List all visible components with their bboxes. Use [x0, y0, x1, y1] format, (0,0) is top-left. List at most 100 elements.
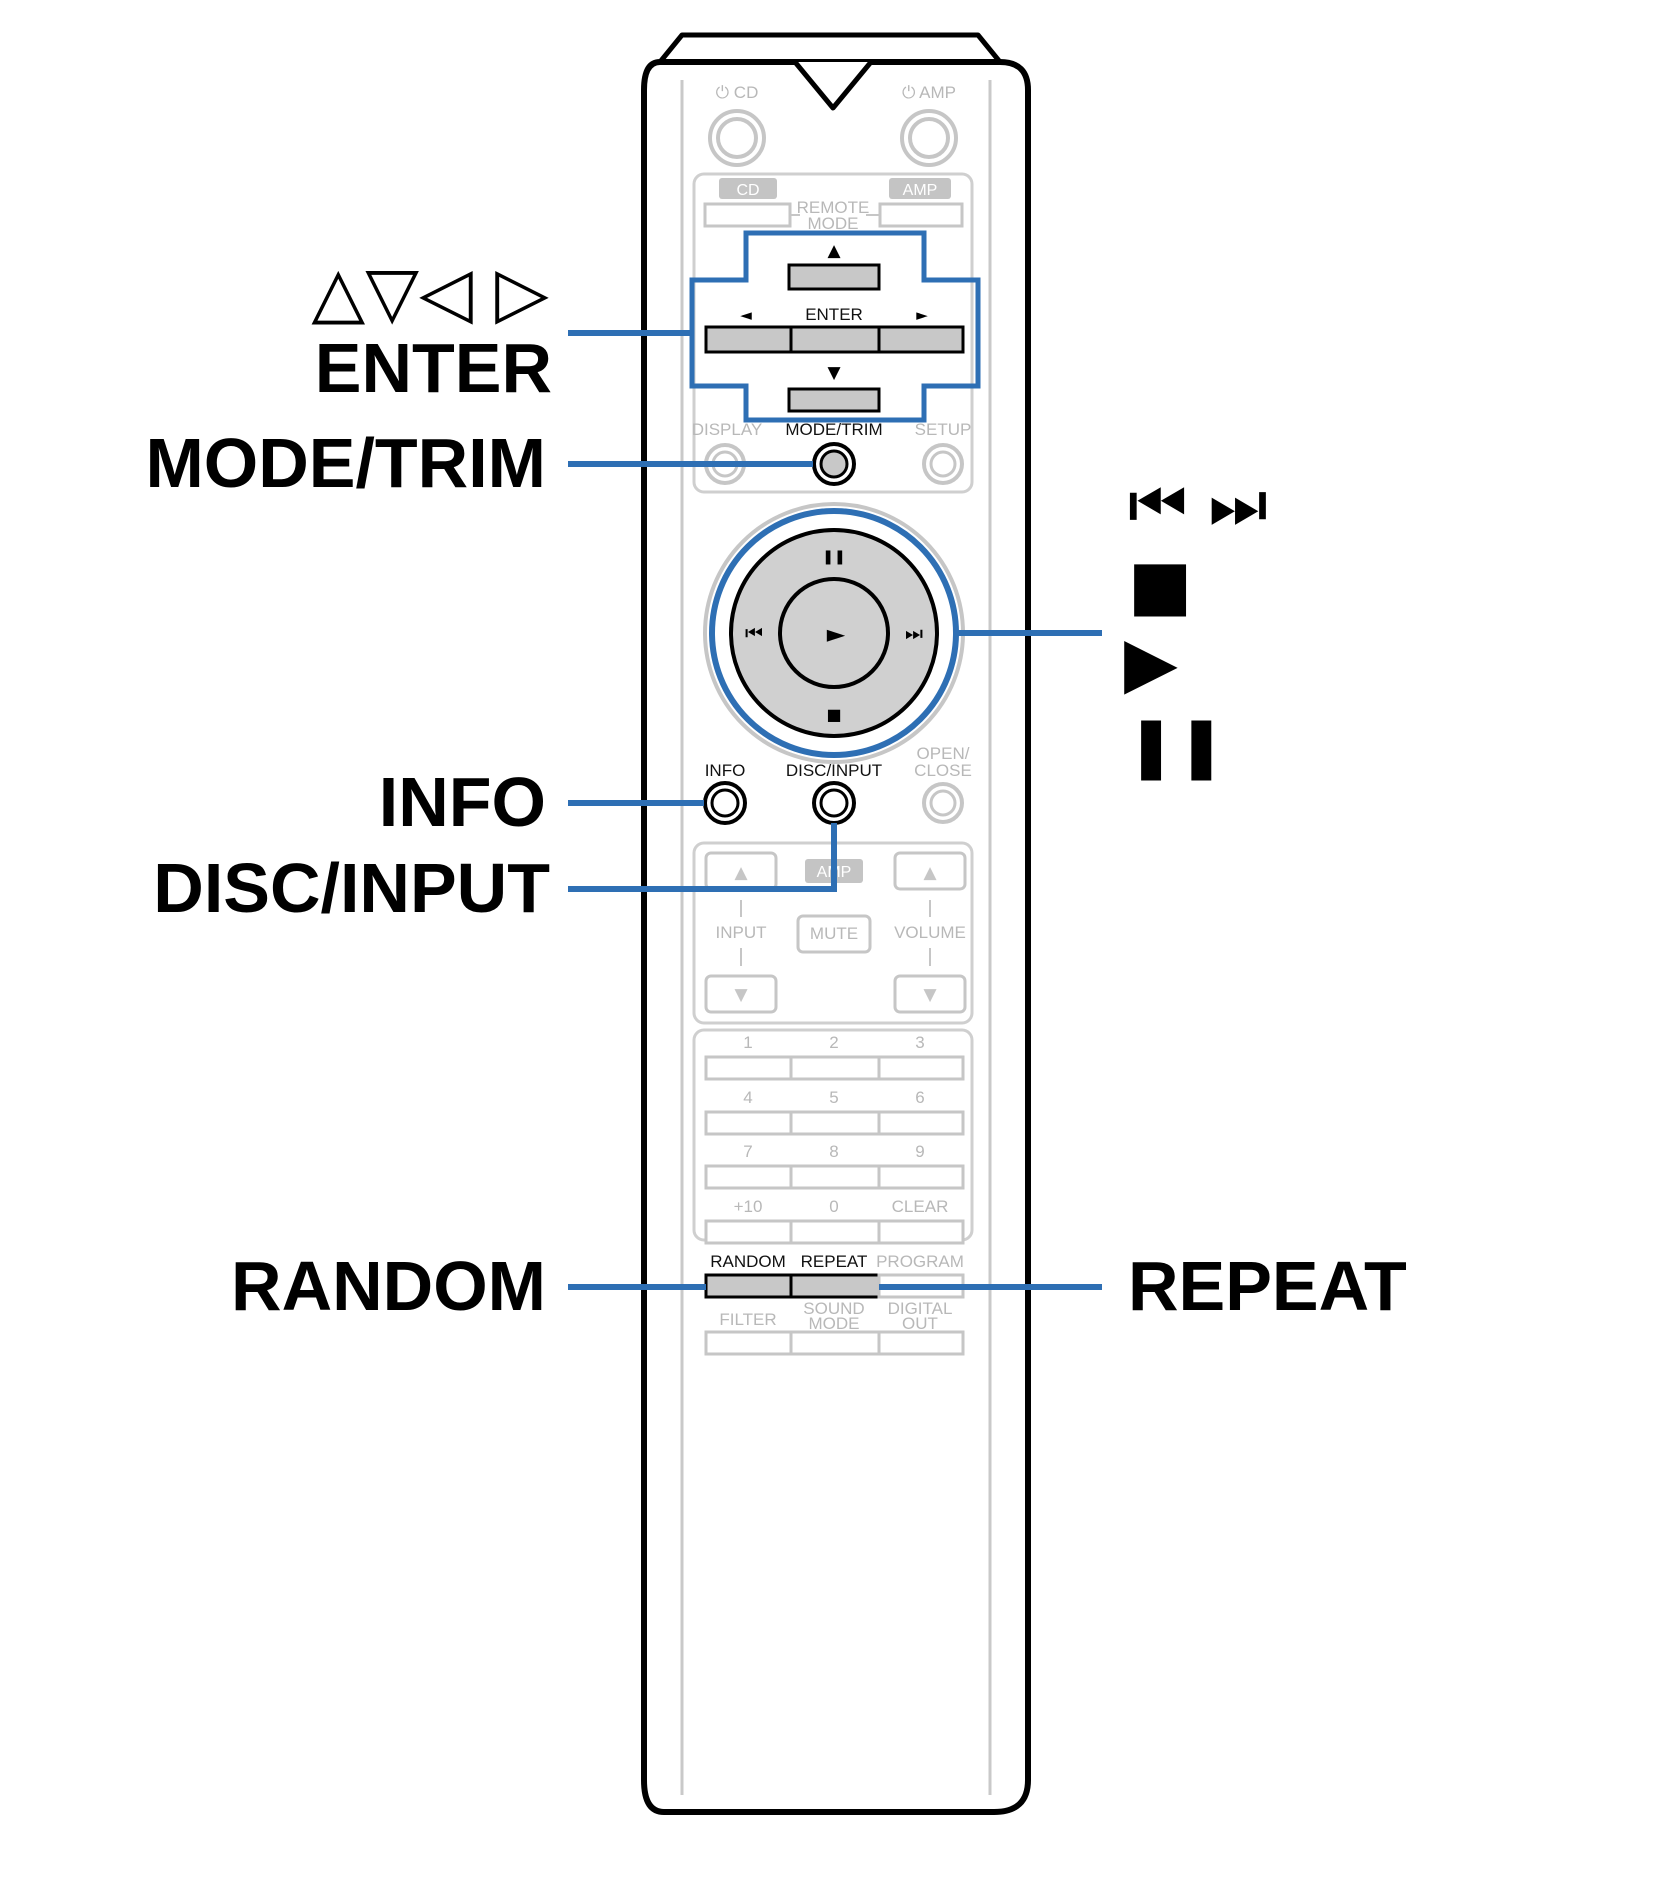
- stop-symbol-callout: ■: [1128, 546, 1192, 625]
- cursor-up-button[interactable]: [787, 263, 881, 291]
- skip-symbols-callout: ⏮ ⏭: [1128, 466, 1268, 543]
- input-down-button[interactable]: [704, 974, 778, 1014]
- key-6-button[interactable]: [877, 1110, 965, 1136]
- key-7-button[interactable]: [704, 1164, 793, 1190]
- mode-trim-remote-label: MODE/TRIM: [785, 420, 882, 439]
- key-clear-button[interactable]: [877, 1219, 965, 1245]
- stop-icon: ■: [826, 705, 841, 724]
- setup-button[interactable]: SETUP: [915, 420, 972, 485]
- open-close-button[interactable]: OPEN/ CLOSE: [914, 744, 972, 824]
- key-3-button[interactable]: [877, 1055, 965, 1081]
- open-close-label-2: CLOSE: [914, 761, 972, 780]
- mode-cd-button[interactable]: [703, 202, 792, 228]
- key-plus10-button[interactable]: [704, 1219, 793, 1245]
- mode-cd-badge: [719, 178, 777, 199]
- repeat-remote-label: REPEAT: [801, 1252, 868, 1271]
- enter-label: ENTER: [805, 305, 863, 324]
- volume-up-icon: ▲: [923, 863, 937, 883]
- key-6-label: 6: [915, 1088, 924, 1107]
- enter-button[interactable]: [789, 325, 881, 354]
- input-label: INPUT: [716, 923, 767, 942]
- mute-label: MUTE: [810, 924, 858, 943]
- down-arrow-icon: ▼: [827, 363, 841, 383]
- cursor-pad-highlight: [689, 230, 981, 423]
- mode-trim-button[interactable]: MODE/TRIM: [785, 420, 883, 486]
- key-5-button[interactable]: [789, 1110, 881, 1136]
- cursor-symbols-callout: △▽◁ ▷: [311, 251, 549, 333]
- filter-button[interactable]: [704, 1330, 793, 1356]
- key-0-label: 0: [829, 1197, 838, 1216]
- volume-label: VOLUME: [894, 923, 966, 942]
- mute-button[interactable]: [796, 914, 872, 954]
- play-symbol-callout: ▶: [1124, 621, 1178, 703]
- input-up-icon: ▲: [734, 863, 748, 883]
- volume-up-button[interactable]: [893, 851, 967, 891]
- power-amp-label: ⏻ AMP: [902, 83, 956, 102]
- key-2-button[interactable]: [789, 1055, 881, 1081]
- cursor-left-button[interactable]: [704, 325, 793, 354]
- key-8-button[interactable]: [789, 1164, 881, 1190]
- key-4-button[interactable]: [704, 1110, 793, 1136]
- key-4-label: 4: [743, 1088, 752, 1107]
- volume-down-button[interactable]: [893, 974, 967, 1014]
- numeric-keypad: 1 2 3 4 5 6 7 8 9 +10 0 CLEAR: [692, 1028, 974, 1245]
- power-cd-label: ⏻ CD: [716, 83, 759, 102]
- digital-out-button[interactable]: [877, 1330, 965, 1356]
- disc-input-leader-line: [568, 823, 837, 892]
- disc-input-remote-label: DISC/INPUT: [786, 761, 882, 780]
- key-1-label: 1: [743, 1033, 752, 1052]
- right-arrow-icon: ►: [916, 306, 928, 324]
- mode-cd-label: CD: [736, 182, 759, 199]
- play-button[interactable]: [778, 577, 890, 689]
- info-button[interactable]: INFO: [703, 761, 747, 825]
- key-1-button[interactable]: [704, 1055, 793, 1081]
- digital-out-label-2: OUT: [902, 1314, 938, 1333]
- key-9-button[interactable]: [877, 1164, 965, 1190]
- transport-wheel-highlight: [709, 508, 959, 758]
- display-label: DISPLAY: [692, 420, 763, 439]
- left-arrow-icon: ◄: [740, 306, 752, 324]
- playback-mode-row: RANDOM REPEAT PROGRAM FILTER SOUND MODE …: [704, 1252, 965, 1356]
- power-amp-button[interactable]: ⏻ AMP: [900, 83, 958, 167]
- filter-label: FILTER: [719, 1310, 776, 1329]
- enter-callout: ENTER: [315, 329, 552, 407]
- mode-amp-label: AMP: [903, 182, 938, 199]
- play-icon: ►: [827, 620, 846, 648]
- cursor-pad: ▲ ◄ ENTER ► ▼: [704, 241, 965, 413]
- random-callout: RANDOM: [231, 1247, 546, 1325]
- cursor-down-button[interactable]: [787, 387, 881, 413]
- power-cd-button[interactable]: ⏻ CD: [708, 83, 766, 167]
- mode-amp-badge: [889, 178, 951, 199]
- transport-wheel: ► ❚❚ ■ ⏮ ⏭: [703, 502, 965, 764]
- pause-symbol-callout: ❚❚: [1126, 711, 1227, 781]
- repeat-button[interactable]: [789, 1273, 881, 1299]
- skip-forward-icon: ⏭: [905, 621, 923, 645]
- info-remote-label: INFO: [705, 761, 746, 780]
- remote-mode-label-2: MODE: [808, 214, 859, 233]
- program-label: PROGRAM: [876, 1252, 964, 1271]
- key-plus10-label: +10: [734, 1197, 763, 1216]
- up-arrow-icon: ▲: [827, 241, 841, 261]
- setup-label: SETUP: [915, 420, 972, 439]
- key-clear-label: CLEAR: [892, 1197, 949, 1216]
- key-2-label: 2: [829, 1033, 838, 1052]
- random-button[interactable]: [704, 1273, 793, 1299]
- mode-amp-button[interactable]: [878, 202, 964, 228]
- digital-out-label-1: DIGITAL: [888, 1299, 953, 1318]
- skip-back-icon: ⏮: [745, 621, 763, 645]
- random-remote-label: RANDOM: [710, 1252, 786, 1271]
- sound-mode-label-1: SOUND: [803, 1299, 864, 1318]
- key-5-label: 5: [829, 1088, 838, 1107]
- sound-mode-button[interactable]: [789, 1330, 881, 1356]
- remote-mode-selector: CD AMP REMOTE MODE: [703, 178, 964, 233]
- repeat-callout: REPEAT: [1128, 1247, 1407, 1325]
- leader-lines: [568, 330, 1102, 1290]
- disc-input-button[interactable]: DISC/INPUT: [786, 761, 882, 825]
- sound-mode-label-2: MODE: [809, 1314, 860, 1333]
- key-7-label: 7: [743, 1142, 752, 1161]
- cursor-right-button[interactable]: [877, 325, 965, 354]
- key-0-button[interactable]: [789, 1219, 881, 1245]
- info-callout: INFO: [379, 763, 546, 841]
- open-close-label-1: OPEN/: [917, 744, 970, 763]
